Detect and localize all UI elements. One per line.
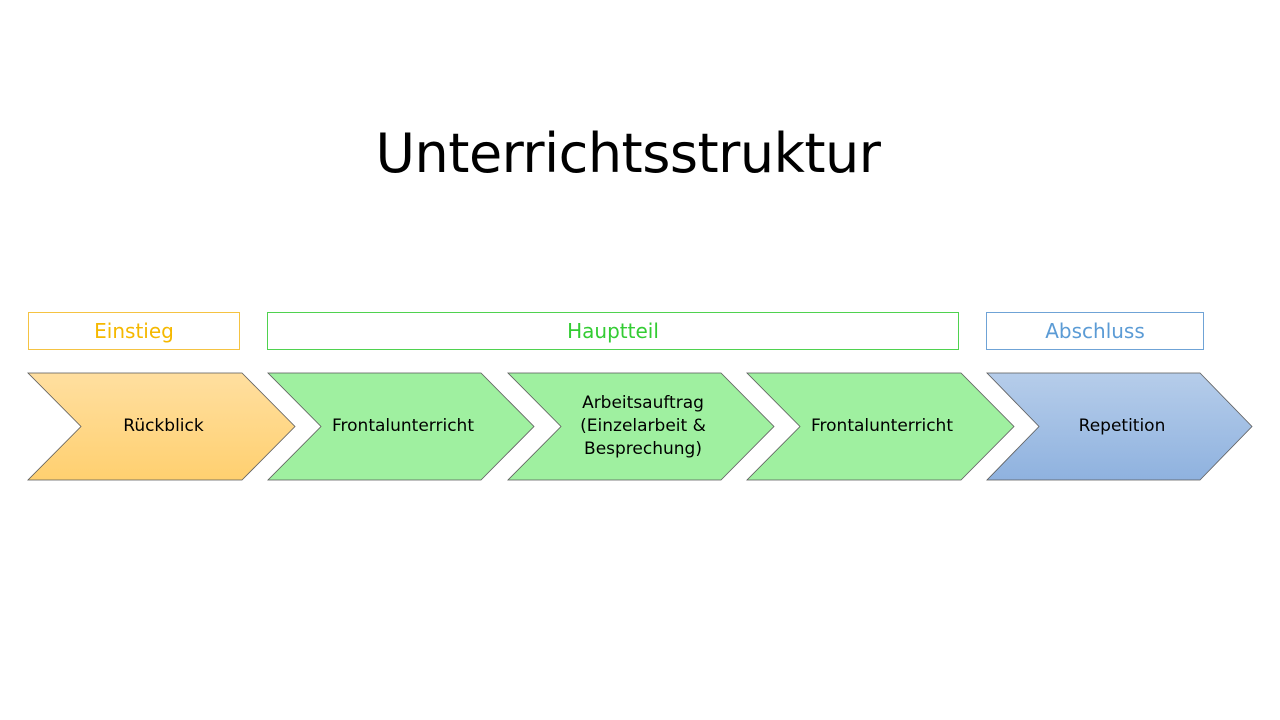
phase-label-abschluss: Abschluss [986, 312, 1204, 350]
chevron-frontalunterricht-1 [267, 372, 535, 481]
chevron-rueckblick [27, 372, 296, 481]
chevron-arbeitsauftrag [507, 372, 775, 481]
phase-label-hauptteil: Hauptteil [267, 312, 959, 350]
step-label-frontalunterricht-1: Frontalunterricht [331, 416, 474, 436]
page-title: Unterrichtsstruktur [375, 122, 881, 185]
step-label-rueckblick: Rückblick [123, 416, 204, 436]
step-label-frontalunterricht-2: Frontalunterricht [810, 416, 953, 436]
chevron-repetition [986, 372, 1253, 481]
step-label-arbeitsauftrag: Arbeitsauftrag (Einzelarbeit & Besprechu… [580, 393, 706, 459]
step-label-repetition: Repetition [1078, 416, 1166, 436]
phase-label-einstieg: Einstieg [28, 312, 240, 350]
chevron-frontalunterricht-2 [746, 372, 1015, 481]
